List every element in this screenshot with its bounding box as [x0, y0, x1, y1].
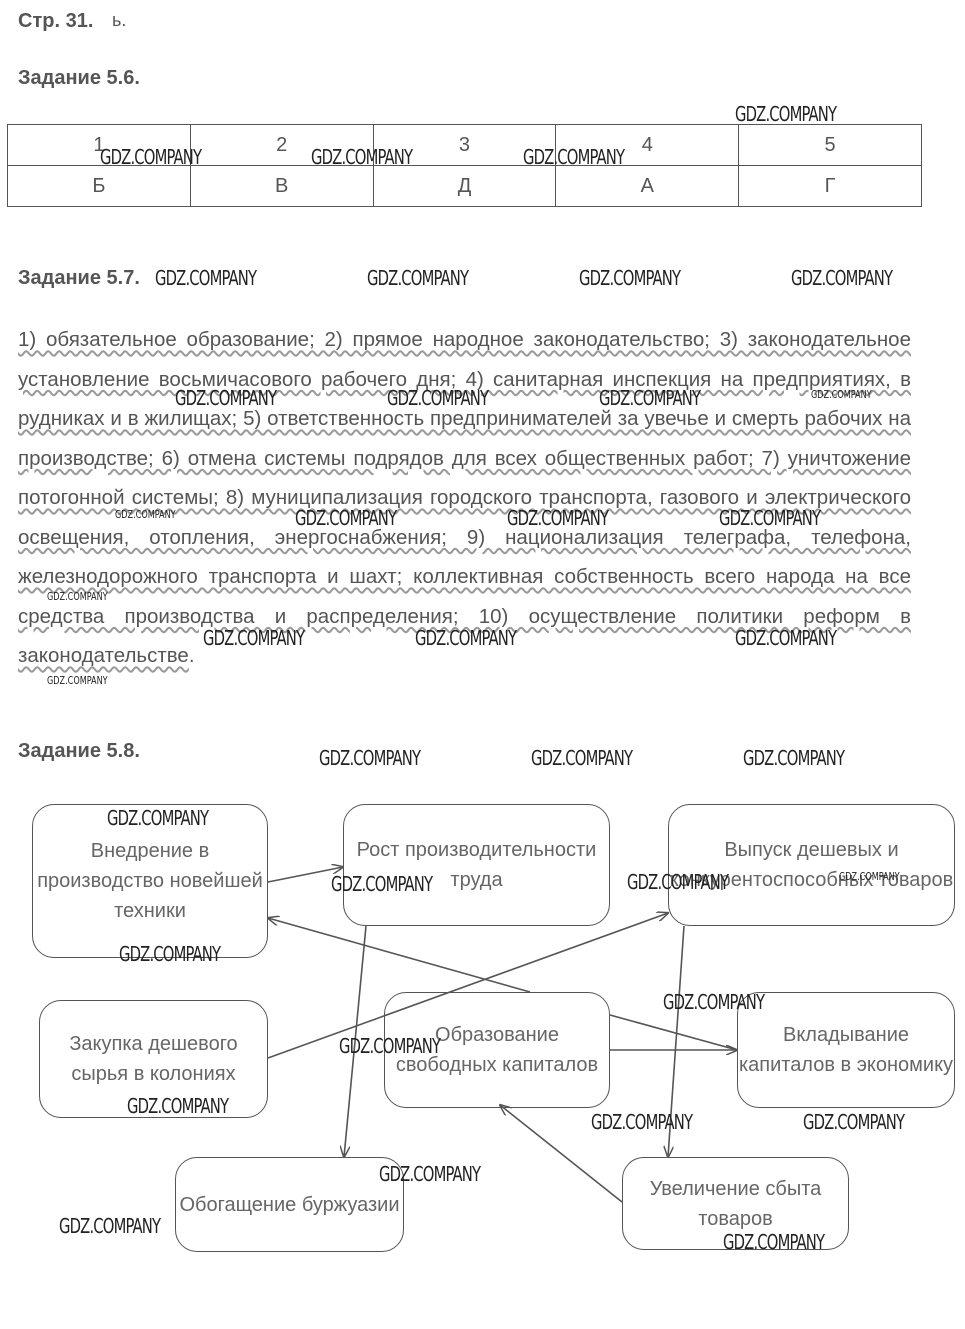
table-cell: 4 — [555, 124, 740, 166]
watermark: GDZ.COMPANY — [579, 266, 681, 290]
watermark: GDZ.COMPANY — [627, 870, 729, 894]
watermark: GDZ.COMPANY — [387, 386, 489, 410]
box-bourgeoisie: Обогащение буржуазии — [175, 1157, 404, 1252]
watermark: GDZ.COMPANY — [175, 386, 277, 410]
watermark: GDZ.COMPANY — [319, 746, 421, 770]
table-cell: 1 — [7, 124, 191, 166]
answer-text: 1) обязательное образование; 2) прямое н… — [18, 328, 911, 667]
box-productivity: Рост производительности труда — [343, 804, 610, 926]
table-row-letters: Б В Д А Г — [7, 165, 922, 207]
answers-table: 1 2 3 4 5 Б В Д А Г — [7, 124, 922, 207]
arrow-cheap-goods-to-sales — [668, 925, 685, 1157]
arrow-capital-to-tech — [268, 918, 531, 993]
box-tech: Внедрение в производство новейшей техник… — [32, 804, 268, 958]
task-5-7-heading: Задание 5.7. — [18, 267, 140, 289]
box-invest: Вкладывание капиталов в экономику — [737, 992, 955, 1108]
task-5-7-answer: 1) обязательное образование; 2) прямое н… — [18, 320, 911, 676]
arrow-productivity-to-bourgeoisie — [344, 925, 367, 1157]
table-cell: В — [189, 165, 374, 207]
watermark: GDZ.COMPANY — [735, 102, 837, 126]
watermark: GDZ.COMPANY — [531, 746, 633, 770]
table-cell: Г — [738, 165, 922, 207]
watermark: GDZ.COMPANY — [47, 590, 108, 603]
arrow-sales-to-capital — [500, 1105, 623, 1203]
box-sales: Увеличение сбыта товаров — [622, 1157, 849, 1250]
watermark: GDZ.COMPANY — [523, 145, 625, 169]
watermark: GDZ.COMPANY — [591, 1110, 693, 1134]
page-header: Стр. 31. — [18, 10, 94, 32]
arrow-raw-to-cheap-goods — [267, 913, 668, 1059]
box-raw: Закупка дешевого сырья в колониях — [39, 1000, 268, 1118]
answer-end: . — [188, 644, 195, 667]
watermark: GDZ.COMPANY — [339, 1034, 441, 1058]
watermark: GDZ.COMPANY — [839, 870, 900, 883]
table-cell: 2 — [189, 124, 374, 166]
task-5-6-heading: Задание 5.6. — [18, 67, 140, 89]
watermark: GDZ.COMPANY — [791, 266, 893, 290]
table-cell: 3 — [372, 124, 557, 166]
watermark: GDZ.COMPANY — [663, 990, 765, 1014]
task-5-8-heading: Задание 5.8. — [18, 740, 140, 762]
watermark: GDZ.COMPANY — [811, 388, 872, 401]
watermark: GDZ.COMPANY — [379, 1162, 481, 1186]
watermark: GDZ.COMPANY — [743, 746, 845, 770]
table-row-numbers: 1 2 3 4 5 — [7, 124, 922, 166]
box-cheap-goods: Выпуск дешевых и конкурентоспособных тов… — [668, 804, 955, 926]
watermark: GDZ.COMPANY — [295, 506, 397, 530]
watermark: GDZ.COMPANY — [331, 872, 433, 896]
watermark: GDZ.COMPANY — [599, 386, 701, 410]
watermark: GDZ.COMPANY — [47, 674, 108, 687]
watermark: GDZ.COMPANY — [415, 626, 517, 650]
watermark: GDZ.COMPANY — [100, 145, 202, 169]
watermark: GDZ.COMPANY — [59, 1214, 161, 1238]
watermark: GDZ.COMPANY — [119, 942, 221, 966]
arrow-productivity-to-invest — [609, 1014, 738, 1051]
watermark: GDZ.COMPANY — [723, 1230, 825, 1254]
box-capital: Образование свободных капиталов — [384, 992, 610, 1108]
watermark: GDZ.COMPANY — [507, 506, 609, 530]
watermark: GDZ.COMPANY — [155, 266, 257, 290]
watermark: GDZ.COMPANY — [115, 508, 176, 521]
watermark: GDZ.COMPANY — [367, 266, 469, 290]
arrow-tech-to-productivity — [267, 867, 343, 883]
watermark: GDZ.COMPANY — [803, 1110, 905, 1134]
watermark: GDZ.COMPANY — [107, 806, 209, 830]
watermark: GDZ.COMPANY — [203, 626, 305, 650]
watermark: GDZ.COMPANY — [735, 626, 837, 650]
watermark: GDZ.COMPANY — [719, 506, 821, 530]
header-mark-icon: ь. — [112, 10, 127, 30]
watermark: GDZ.COMPANY — [127, 1094, 229, 1118]
watermark: GDZ.COMPANY — [311, 145, 413, 169]
